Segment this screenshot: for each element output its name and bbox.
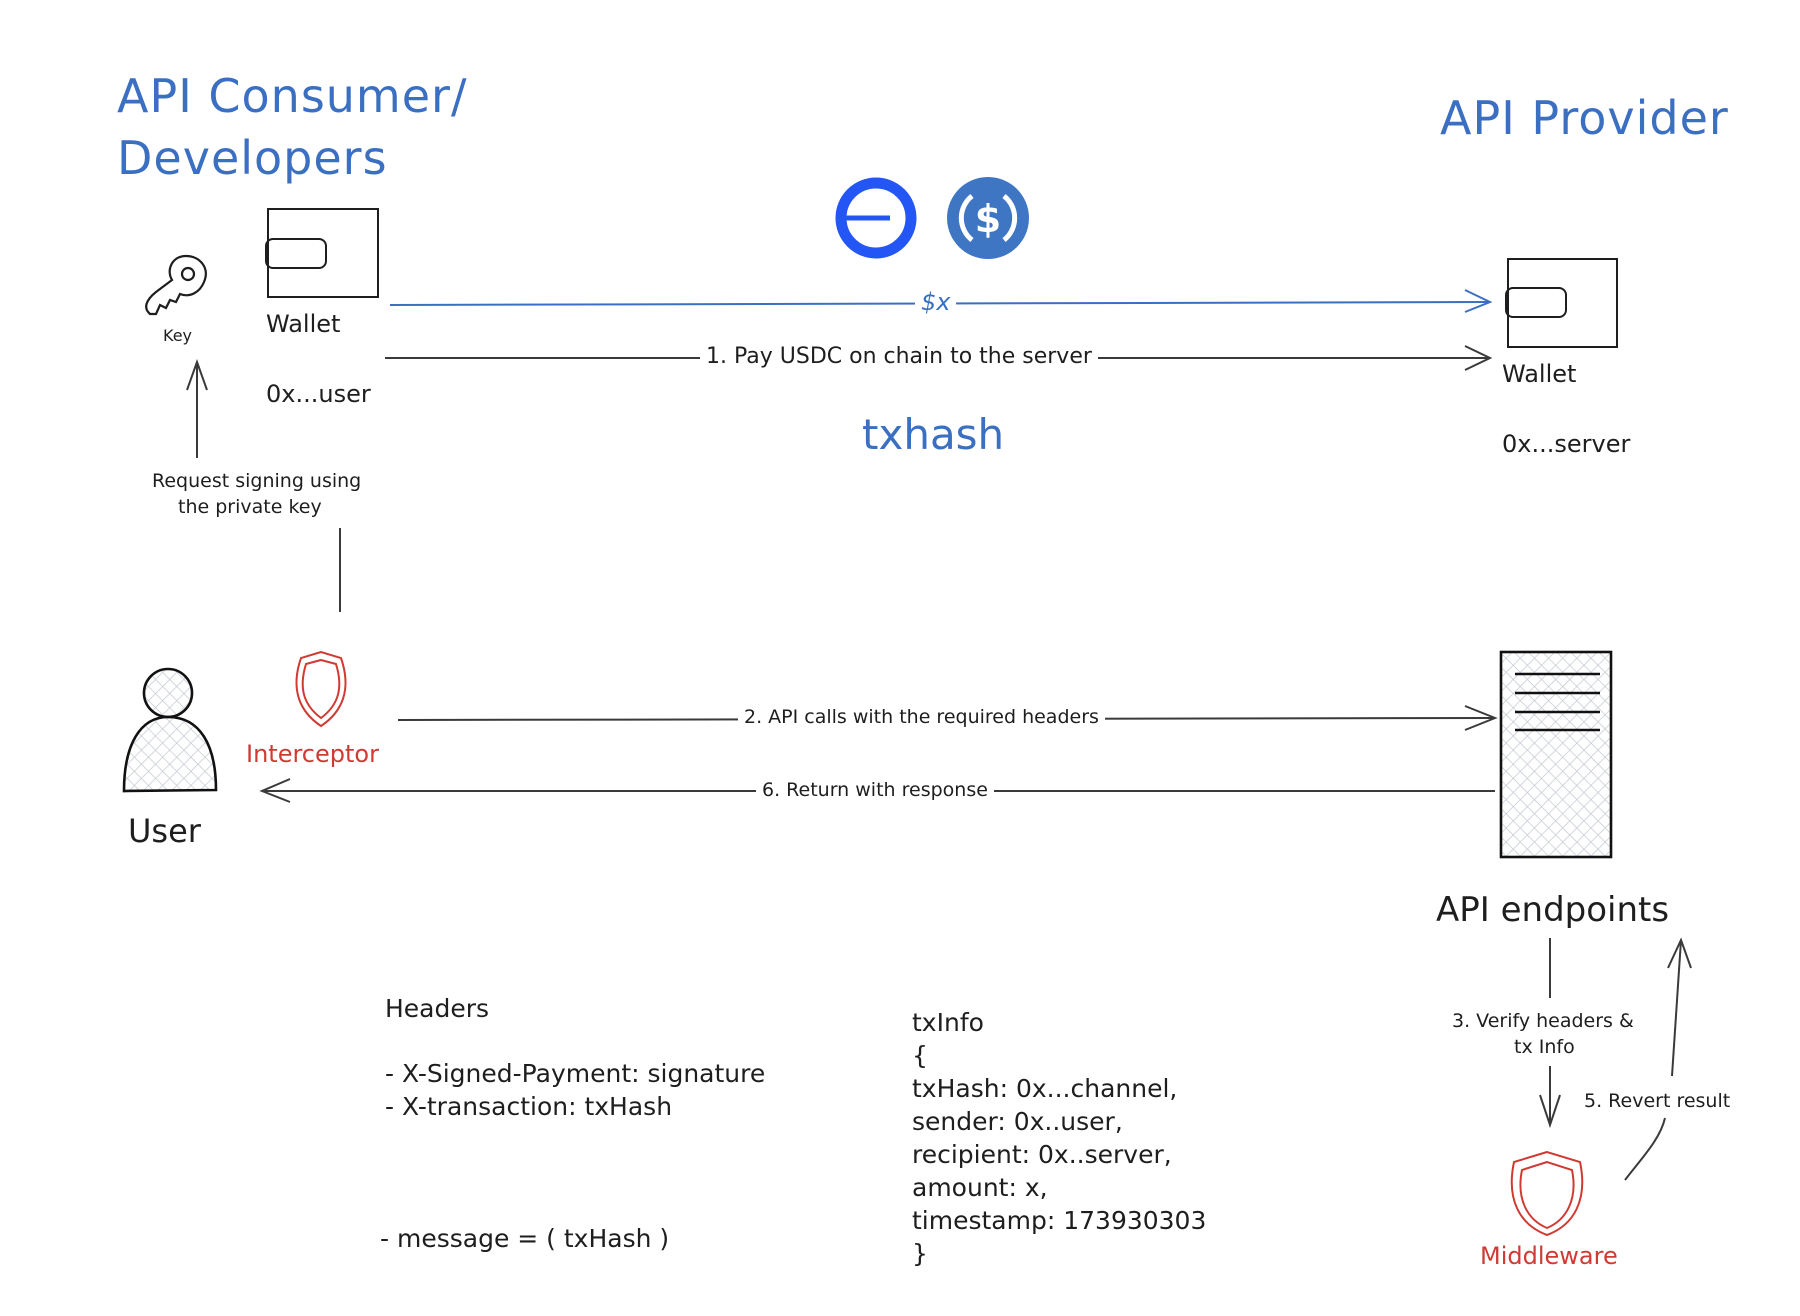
middleware-label: Middleware bbox=[1480, 1242, 1618, 1270]
step2-label: 2. API calls with the required headers bbox=[738, 706, 1105, 728]
step5-arrow bbox=[1624, 937, 1692, 1181]
api-endpoints-label: API endpoints bbox=[1436, 890, 1670, 930]
txinfo-field: txHash: 0x...channel, bbox=[912, 1074, 1178, 1103]
message-line: - message = ( txHash ) bbox=[380, 1224, 670, 1253]
interceptor-shield-icon bbox=[295, 650, 347, 728]
txinfo-open-brace: { bbox=[912, 1041, 928, 1070]
svg-text:$: $ bbox=[975, 197, 1001, 241]
step3-label-line2: tx Info bbox=[1514, 1036, 1575, 1058]
consumer-wallet-address: 0x...user bbox=[266, 380, 371, 408]
step3-label-line1: 3. Verify headers & bbox=[1452, 1010, 1634, 1032]
consumer-title-line2: Developers bbox=[117, 131, 388, 185]
step6-label: 6. Return with response bbox=[756, 779, 994, 801]
header-item: - X-transaction: txHash bbox=[385, 1092, 673, 1121]
consumer-wallet-label: Wallet bbox=[266, 310, 341, 338]
headers-title: Headers bbox=[385, 994, 490, 1023]
step5-label: 5. Revert result bbox=[1584, 1090, 1731, 1112]
key-label: Key bbox=[163, 326, 193, 345]
provider-title: API Provider bbox=[1440, 91, 1729, 145]
base-chain-icon bbox=[835, 177, 917, 259]
signing-note-line1: Request signing using bbox=[152, 470, 362, 492]
interceptor-label: Interceptor bbox=[246, 740, 379, 768]
txinfo-block: txInfo { txHash: 0x...channel, sender: 0… bbox=[912, 1006, 1206, 1270]
consumer-wallet-icon bbox=[265, 208, 379, 298]
txinfo-field: timestamp: 173930303 bbox=[912, 1206, 1207, 1235]
txinfo-field: amount: x, bbox=[912, 1173, 1048, 1202]
user-label: User bbox=[128, 812, 201, 850]
server-icon bbox=[1499, 650, 1613, 859]
header-item: - X-Signed-Payment: signature bbox=[385, 1059, 766, 1088]
provider-wallet-address: 0x...server bbox=[1502, 430, 1631, 458]
txinfo-field: sender: 0x..user, bbox=[912, 1107, 1123, 1136]
txinfo-title: txInfo bbox=[912, 1008, 984, 1037]
step1-label: 1. Pay USDC on chain to the server bbox=[700, 344, 1098, 369]
provider-wallet-label: Wallet bbox=[1502, 360, 1577, 388]
consumer-title-line1: API Consumer/ bbox=[117, 69, 468, 123]
provider-wallet-icon bbox=[1505, 258, 1618, 348]
txinfo-close-brace: } bbox=[912, 1239, 928, 1268]
txhash-label: txhash bbox=[862, 410, 1005, 459]
middleware-shield-icon bbox=[1510, 1150, 1584, 1237]
user-icon bbox=[122, 667, 218, 793]
usdc-coin-icon: $ bbox=[947, 177, 1029, 259]
key-icon bbox=[145, 254, 207, 316]
step3-arrow bbox=[1539, 938, 1561, 1129]
signing-arrow bbox=[186, 359, 341, 612]
txinfo-field: recipient: 0x..server, bbox=[912, 1140, 1172, 1169]
amount-label: $x bbox=[915, 288, 957, 316]
signing-note-line2: the private key bbox=[178, 496, 322, 518]
headers-block: Headers - X-Signed-Payment: signature - … bbox=[385, 992, 765, 1123]
